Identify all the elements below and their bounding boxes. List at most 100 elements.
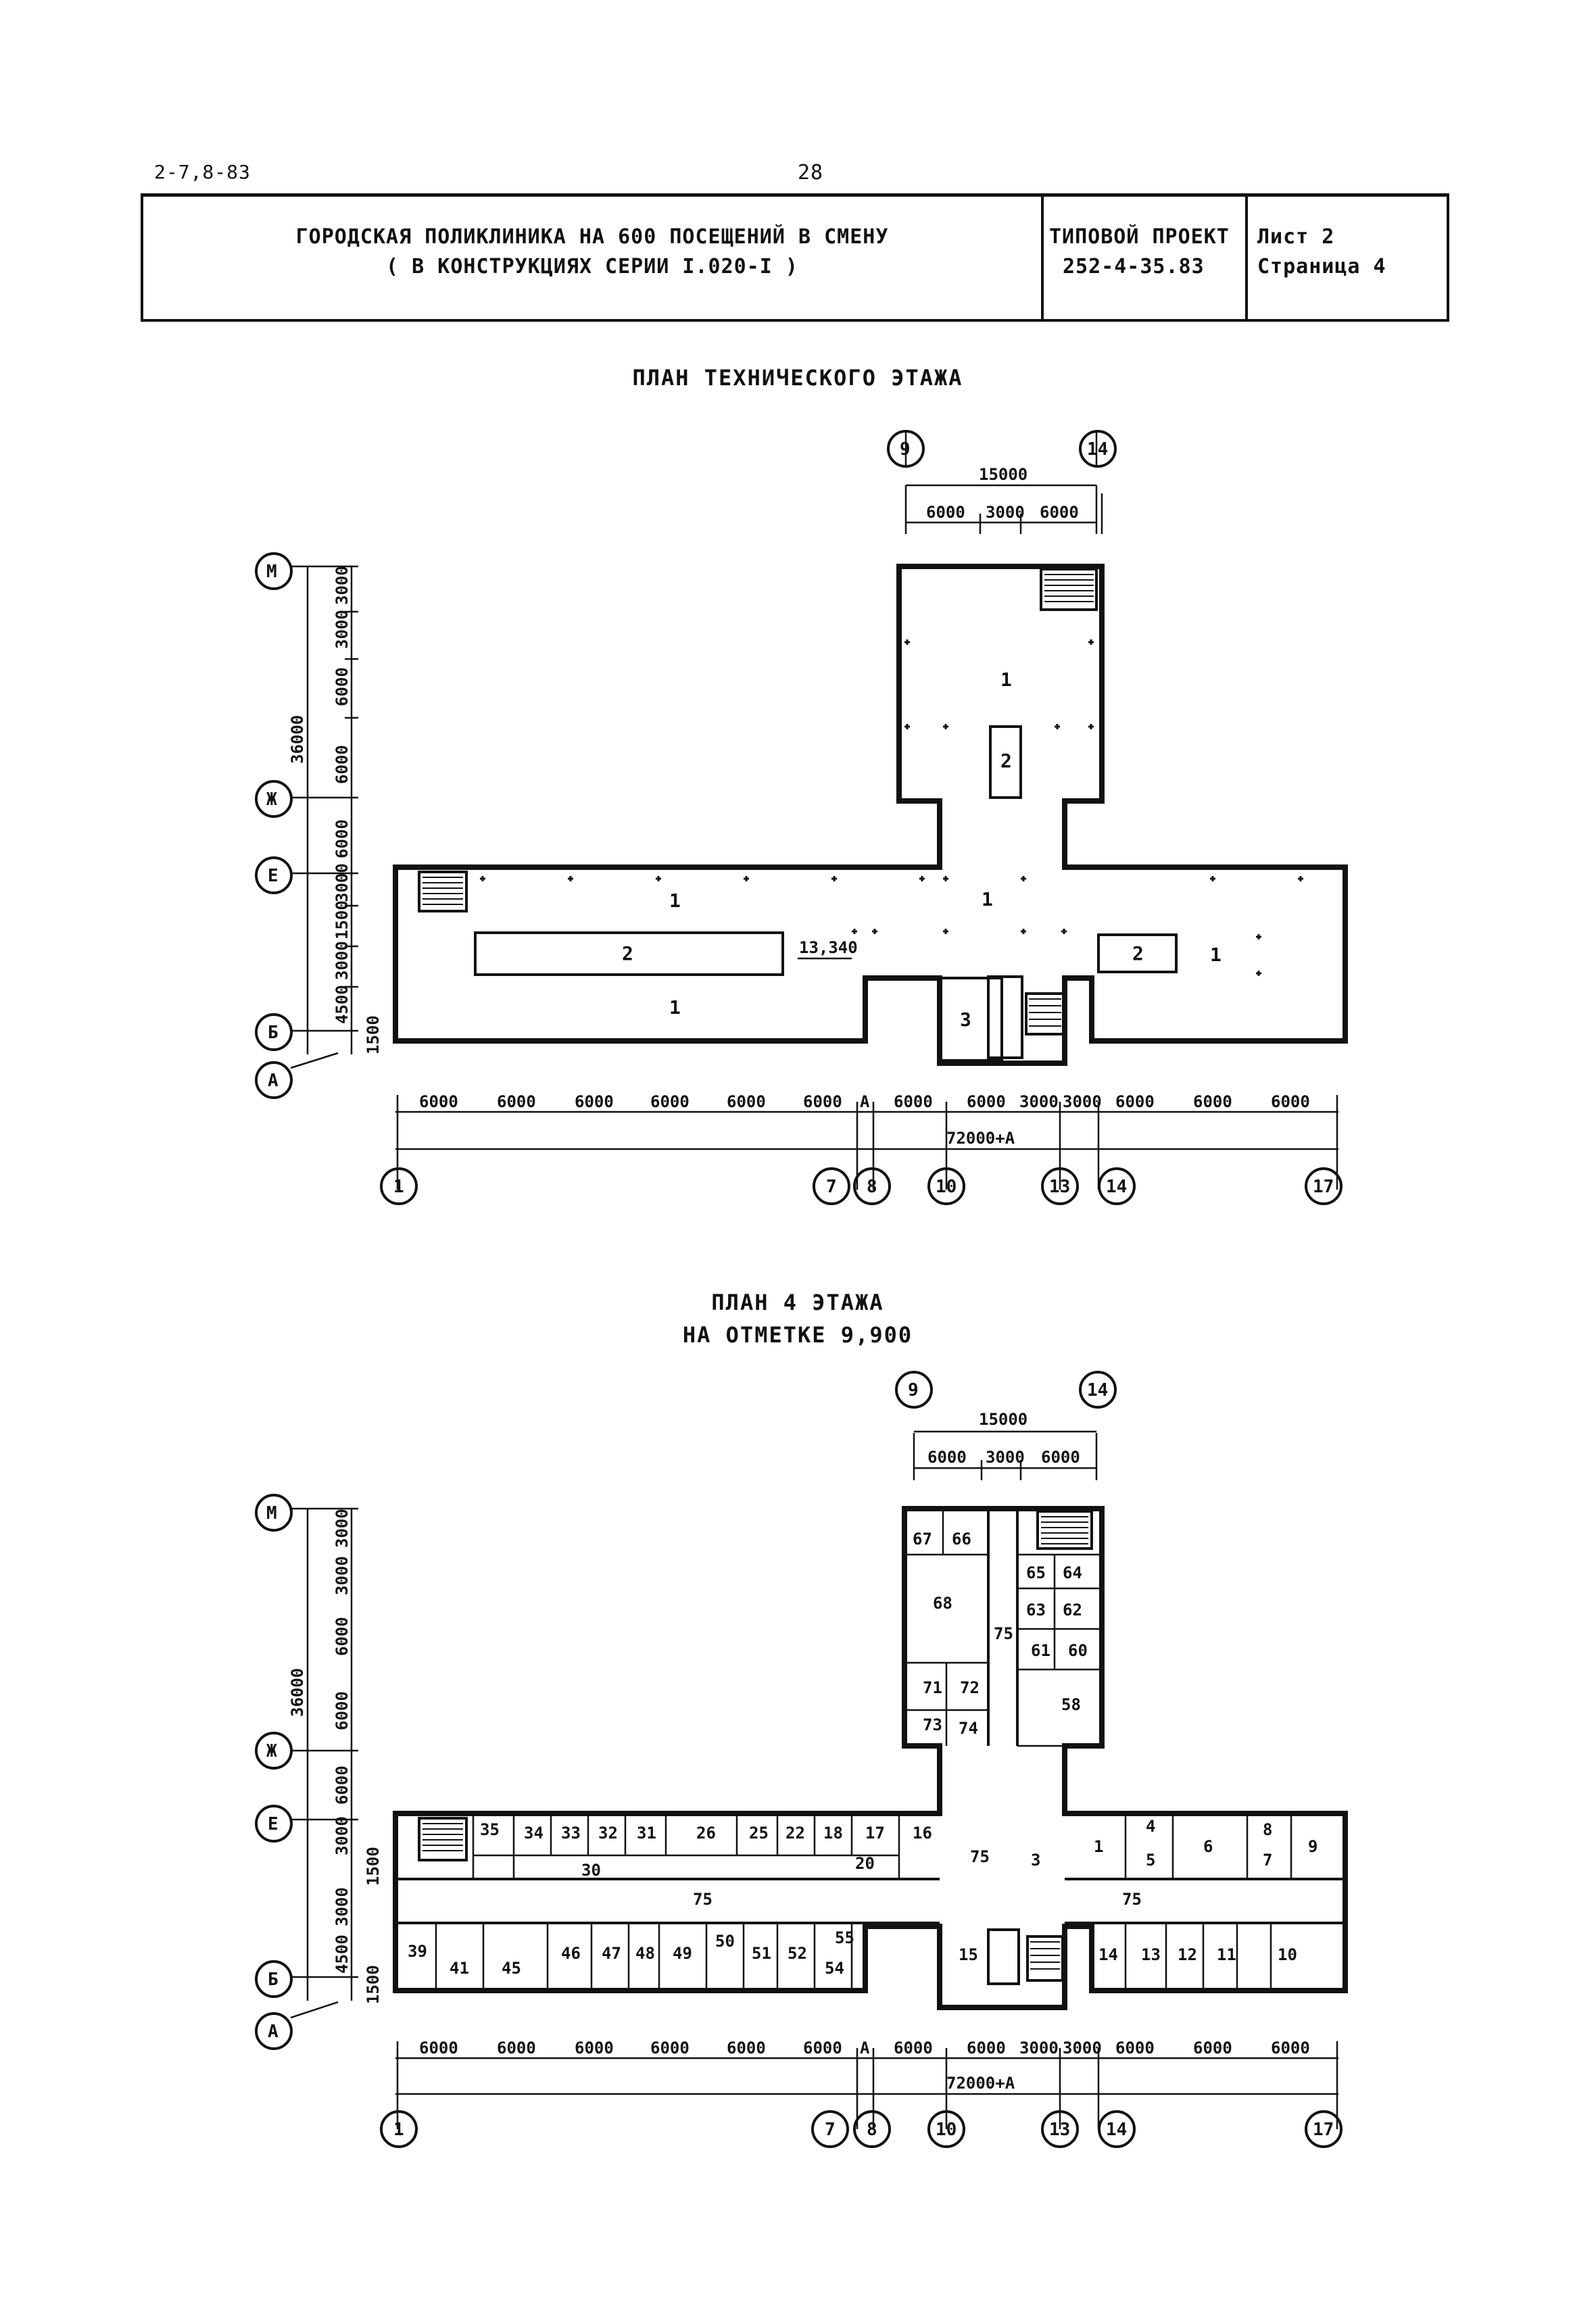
svg-text:14: 14 — [1098, 1945, 1118, 1964]
plan2-bottom-part: 6000 — [650, 2039, 690, 2057]
plan1-room-1-west-bottom: 1 — [669, 996, 681, 1019]
plan2-bottom-part: 6000 — [419, 2039, 458, 2057]
svg-text:71: 71 — [923, 1678, 942, 1697]
title-block: ГОРОДСКАЯ ПОЛИКЛИНИКА НА 600 ПОСЕЩЕНИЙ В… — [141, 193, 1449, 322]
svg-text:5: 5 — [1146, 1851, 1155, 1870]
plan2-bottom-part: 6000 — [575, 2039, 614, 2057]
plan1-room-2-east: 2 — [1132, 942, 1144, 965]
svg-text:9: 9 — [1308, 1837, 1317, 1856]
plan1-axis-col: 10 — [936, 1177, 957, 1197]
plan2-title-line-1: ПЛАН 4 ЭТАЖА — [711, 1290, 884, 1315]
svg-text:75: 75 — [1122, 1890, 1142, 1909]
sheet-label: Лист 2 — [1257, 225, 1335, 249]
plan2-left-part: 1500 — [364, 1965, 383, 2004]
plan2-top-part: 6000 — [927, 1448, 967, 1467]
svg-text:52: 52 — [788, 1944, 807, 1963]
svg-text:60: 60 — [1068, 1641, 1088, 1660]
svg-text:75: 75 — [970, 1847, 990, 1866]
plan2-bottom-part: 6000 — [1271, 2039, 1310, 2057]
plan1-axis-col: 7 — [826, 1177, 837, 1197]
plan2-left-total: 36000 — [288, 1668, 307, 1717]
plan1-top-dimension: 15000 6000 3000 6000 9 14 — [887, 430, 1117, 534]
plan2-bottom-part: 6000 — [1115, 2039, 1155, 2057]
plan1-left-total: 36000 — [288, 715, 307, 764]
svg-text:61: 61 — [1031, 1641, 1050, 1660]
page-number: 28 — [798, 161, 824, 185]
plan1-bottom-part: 6000 — [894, 1092, 933, 1111]
plan1-left-part: 6000 — [333, 819, 352, 858]
plan2-axis-row: Б — [268, 1970, 279, 1990]
svg-text:54: 54 — [825, 1959, 844, 1978]
plan1-bottom-part: 3000 — [1063, 1092, 1102, 1111]
plan2-axis-col: 1 — [393, 2120, 404, 2140]
svg-text:47: 47 — [602, 1944, 621, 1963]
plan2-axis-row: М — [266, 1503, 277, 1524]
svg-text:75: 75 — [994, 1624, 1013, 1643]
svg-text:34: 34 — [524, 1824, 543, 1843]
plan1-top-total: 15000 — [979, 465, 1027, 484]
svg-text:4: 4 — [1146, 1817, 1155, 1836]
plan2-axis-col: 10 — [936, 2120, 957, 2140]
plan2-bottom-dimension: 6000 6000 6000 6000 6000 6000 А 6000 600… — [380, 2039, 1343, 2148]
plan1-left-part: 6000 — [333, 667, 352, 706]
plan1-left-part: 3000 — [333, 863, 352, 902]
svg-text:72: 72 — [960, 1678, 980, 1697]
svg-text:33: 33 — [561, 1824, 581, 1843]
svg-text:11: 11 — [1217, 1945, 1236, 1964]
plan2-top-dimension: 15000 6000 3000 6000 9 14 — [895, 1371, 1117, 1480]
plan1-axis-col: 13 — [1049, 1177, 1070, 1197]
plan2-axis-row: Ж — [266, 1741, 277, 1761]
plan1-bottom-dimension: 6000 6000 6000 6000 6000 6000 А 6000 600… — [380, 1092, 1343, 1205]
plan2-title-line-2: НА ОТМЕТКЕ 9,900 — [682, 1322, 913, 1348]
title-line-2: ( В КОНСТРУКЦИЯХ СЕРИИ I.020-I ) — [386, 255, 798, 278]
svg-text:10: 10 — [1278, 1945, 1297, 1964]
svg-text:32: 32 — [598, 1824, 618, 1843]
plan1-left-part: 4500 — [333, 985, 352, 1024]
plan1-bottom-total: 72000+А — [946, 1129, 1015, 1148]
plan2-axis-14-top: 14 — [1087, 1380, 1108, 1400]
plan1-bottom-part: 6000 — [497, 1092, 536, 1111]
plan1-room-1-center: 1 — [982, 888, 993, 910]
plan2-bottom-part: 6000 — [1193, 2039, 1232, 2057]
plan1-bottom-part: 6000 — [650, 1092, 690, 1111]
plan1-bottom-part: 6000 — [1193, 1092, 1232, 1111]
plan2-bottom-part: А — [860, 2039, 870, 2057]
plan2-axis-col: 8 — [867, 2120, 877, 2140]
plan2-top-part: 6000 — [1041, 1448, 1080, 1467]
plan1-bottom-part: 6000 — [575, 1092, 614, 1111]
plan1-left-part: 1500 — [364, 1015, 383, 1054]
svg-text:16: 16 — [913, 1824, 932, 1843]
svg-text:58: 58 — [1061, 1695, 1081, 1714]
svg-text:30: 30 — [581, 1861, 601, 1880]
svg-text:8: 8 — [1263, 1820, 1272, 1839]
svg-text:6: 6 — [1203, 1837, 1213, 1856]
plan2-left-part: 1500 — [364, 1847, 383, 1886]
plan2-bottom-part: 6000 — [967, 2039, 1006, 2057]
plan1-left-part: 3000 — [333, 941, 352, 980]
plan1-top-part-1: 6000 — [926, 503, 965, 522]
plan2-axis-row: А — [268, 2022, 279, 2042]
plan2-top-total: 15000 — [979, 1410, 1027, 1429]
plan2-left-part: 3000 — [333, 1509, 352, 1548]
plan2-axis-col: 17 — [1313, 2120, 1334, 2140]
plan2-bottom-part: 6000 — [497, 2039, 536, 2057]
plan1-bottom-part: 3000 — [1019, 1092, 1059, 1111]
plan2-axis-col: 14 — [1106, 2120, 1127, 2140]
plan1-left-part: 6000 — [333, 745, 352, 784]
svg-text:68: 68 — [933, 1594, 952, 1613]
plan2-bottom-part: 3000 — [1063, 2039, 1102, 2057]
svg-text:39: 39 — [408, 1942, 427, 1961]
svg-text:48: 48 — [635, 1944, 655, 1963]
plan2-left-part: 3000 — [333, 1556, 352, 1595]
doc-code: 2-7,8-83 — [154, 161, 251, 183]
svg-text:64: 64 — [1063, 1563, 1082, 1582]
svg-text:63: 63 — [1026, 1601, 1046, 1619]
plan1-bottom-part: 6000 — [1271, 1092, 1310, 1111]
plan2-bottom-part: 6000 — [803, 2039, 842, 2057]
plan1-left-part: 3000 — [333, 566, 352, 605]
plan2-bottom-part: 6000 — [727, 2039, 766, 2057]
plan2-bottom-part: 3000 — [1019, 2039, 1059, 2057]
plan2-axis-row: Е — [268, 1814, 279, 1834]
plan1-room-3: 3 — [960, 1008, 971, 1031]
plan1-left-part: 1500 — [333, 900, 352, 940]
